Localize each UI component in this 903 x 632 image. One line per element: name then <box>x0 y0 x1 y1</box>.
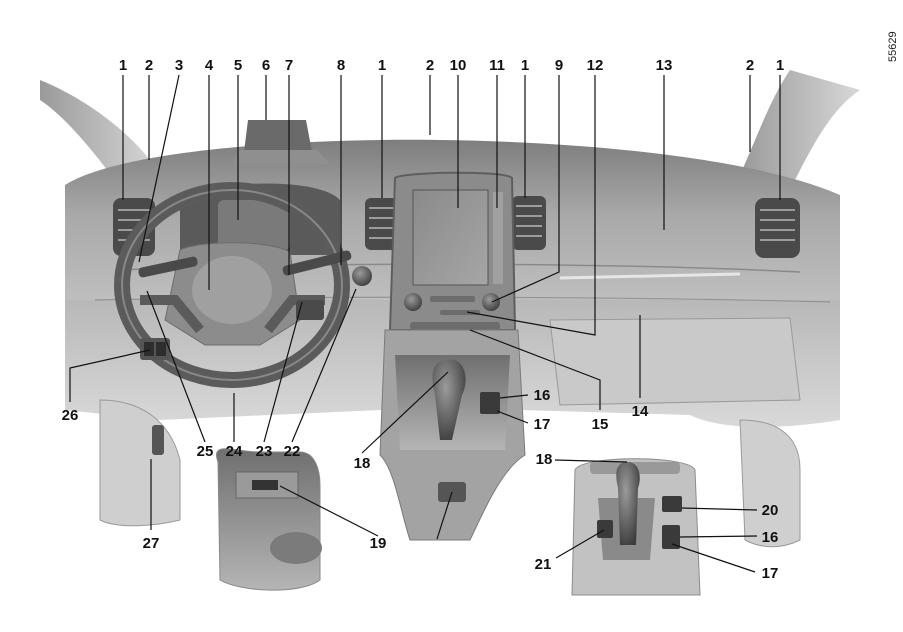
left-switch-panel <box>140 338 170 360</box>
callout-12: 12 <box>587 57 604 74</box>
leader-lines <box>69 74 781 573</box>
callout-20: 20 <box>762 502 779 519</box>
callout-17-automatic: 17 <box>762 565 779 582</box>
callout-3: 3 <box>175 57 183 74</box>
left-lower-pillar <box>99 399 181 527</box>
air-vent-centre-right <box>512 196 546 250</box>
callout-16-manual: 16 <box>534 387 551 404</box>
callout-2-pillar-left: 2 <box>145 57 153 74</box>
air-vent-left-outer <box>113 198 155 256</box>
callout-27: 27 <box>143 535 160 552</box>
callout-21: 21 <box>535 556 552 573</box>
air-vent-right-outer <box>755 198 800 258</box>
callout-15: 15 <box>592 416 609 433</box>
callout-9: 9 <box>555 57 563 74</box>
callout-23: 23 <box>256 443 273 460</box>
start-button <box>352 266 372 286</box>
figure-reference: 55629 <box>887 31 899 62</box>
callout-14: 14 <box>632 403 649 420</box>
callout-11: 11 <box>489 57 505 74</box>
air-vent-centre-left <box>365 198 399 250</box>
callout-7: 7 <box>285 57 293 74</box>
head-up-display <box>232 120 330 165</box>
callout-10: 10 <box>450 57 467 74</box>
callout-8: 8 <box>337 57 345 74</box>
inset-automatic-gearbox <box>571 458 701 596</box>
steering-wheel <box>114 182 352 388</box>
callout-1-vent-centre-right: 1 <box>521 57 529 74</box>
callout-6: 6 <box>262 57 270 74</box>
callout-19: 19 <box>370 535 387 552</box>
callout-1-vent-centre-left: 1 <box>378 57 386 74</box>
callout-25: 25 <box>197 443 214 460</box>
callout-16-automatic: 16 <box>762 529 779 546</box>
callout-13: 13 <box>656 57 673 74</box>
callout-4: 4 <box>205 57 214 74</box>
inset-storage-compartment <box>216 448 322 591</box>
callout-26: 26 <box>62 407 79 424</box>
right-lower-pillar <box>739 419 801 548</box>
callout-1-vent-left: 1 <box>119 57 127 74</box>
callout-18-manual: 18 <box>354 455 371 472</box>
callout-1-vent-right: 1 <box>776 57 784 74</box>
callout-2-centre: 2 <box>426 57 434 74</box>
centre-console <box>379 329 526 541</box>
callout-5: 5 <box>234 57 242 74</box>
callout-2-pillar-right: 2 <box>746 57 754 74</box>
callout-labels: 1 2 3 4 5 6 7 8 1 2 10 11 1 9 12 13 2 1 … <box>62 57 785 582</box>
multimedia-screen <box>388 171 517 331</box>
callout-24: 24 <box>226 443 243 460</box>
callout-18-automatic: 18 <box>536 451 553 468</box>
callout-17-manual: 17 <box>534 416 551 433</box>
callout-22: 22 <box>284 443 301 460</box>
